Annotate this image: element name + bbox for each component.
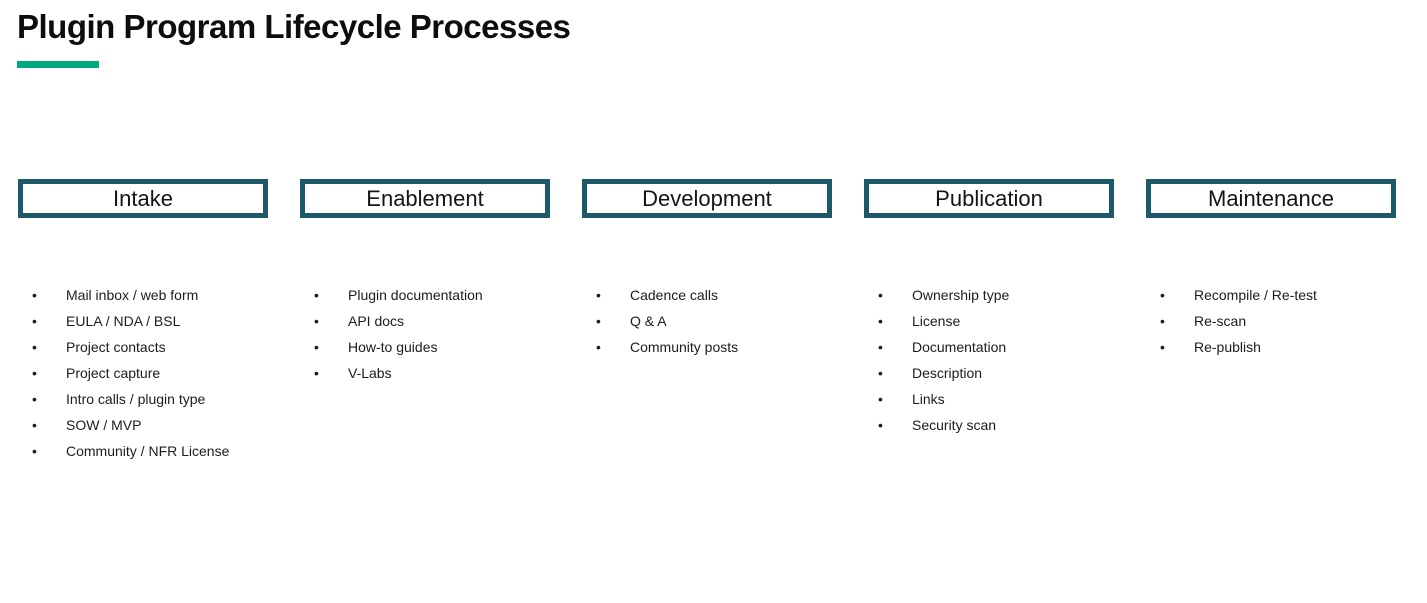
list-item: Re-publish — [1146, 334, 1396, 360]
list-item: Ownership type — [864, 282, 1114, 308]
list-item: Links — [864, 386, 1114, 412]
lifecycle-stage-column: Development Cadence callsQ & ACommunity … — [582, 179, 832, 464]
lifecycle-stage-column: Maintenance Recompile / Re-testRe-scanRe… — [1146, 179, 1396, 464]
lifecycle-stage-column: Publication Ownership typeLicenseDocumen… — [864, 179, 1114, 464]
stage-item-list: Recompile / Re-testRe-scanRe-publish — [1146, 282, 1396, 360]
list-item: Project contacts — [18, 334, 268, 360]
stage-label: Publication — [935, 185, 1043, 211]
list-item: EULA / NDA / BSL — [18, 308, 268, 334]
lifecycle-columns: Intake Mail inbox / web formEULA / NDA /… — [18, 179, 1396, 464]
stage-item-list: Mail inbox / web formEULA / NDA / BSLPro… — [18, 282, 268, 464]
stage-item-list: Plugin documentationAPI docsHow-to guide… — [300, 282, 550, 386]
stage-item-list: Cadence callsQ & ACommunity posts — [582, 282, 832, 360]
stage-header-box: Intake — [18, 179, 268, 218]
list-item: Security scan — [864, 412, 1114, 438]
list-item: Recompile / Re-test — [1146, 282, 1396, 308]
stage-label: Enablement — [366, 185, 484, 211]
stage-header-box: Maintenance — [1146, 179, 1396, 218]
list-item: Mail inbox / web form — [18, 282, 268, 308]
list-item: Intro calls / plugin type — [18, 386, 268, 412]
stage-item-list: Ownership typeLicenseDocumentationDescri… — [864, 282, 1114, 438]
stage-header-box: Enablement — [300, 179, 550, 218]
list-item: Q & A — [582, 308, 832, 334]
stage-label: Maintenance — [1208, 185, 1334, 211]
list-item: Documentation — [864, 334, 1114, 360]
stage-label: Intake — [113, 185, 173, 211]
list-item: Project capture — [18, 360, 268, 386]
stage-header-box: Publication — [864, 179, 1114, 218]
page-title: Plugin Program Lifecycle Processes — [17, 8, 571, 45]
stage-header-box: Development — [582, 179, 832, 218]
list-item: Community / NFR License — [18, 438, 268, 464]
list-item: Description — [864, 360, 1114, 386]
list-item: SOW / MVP — [18, 412, 268, 438]
list-item: How-to guides — [300, 334, 550, 360]
list-item: Cadence calls — [582, 282, 832, 308]
lifecycle-stage-column: Intake Mail inbox / web formEULA / NDA /… — [18, 179, 268, 464]
list-item: Community posts — [582, 334, 832, 360]
list-item: Re-scan — [1146, 308, 1396, 334]
stage-label: Development — [642, 185, 772, 211]
accent-underline — [17, 61, 99, 68]
lifecycle-stage-column: Enablement Plugin documentationAPI docsH… — [300, 179, 550, 464]
list-item: License — [864, 308, 1114, 334]
list-item: V-Labs — [300, 360, 550, 386]
list-item: API docs — [300, 308, 550, 334]
list-item: Plugin documentation — [300, 282, 550, 308]
